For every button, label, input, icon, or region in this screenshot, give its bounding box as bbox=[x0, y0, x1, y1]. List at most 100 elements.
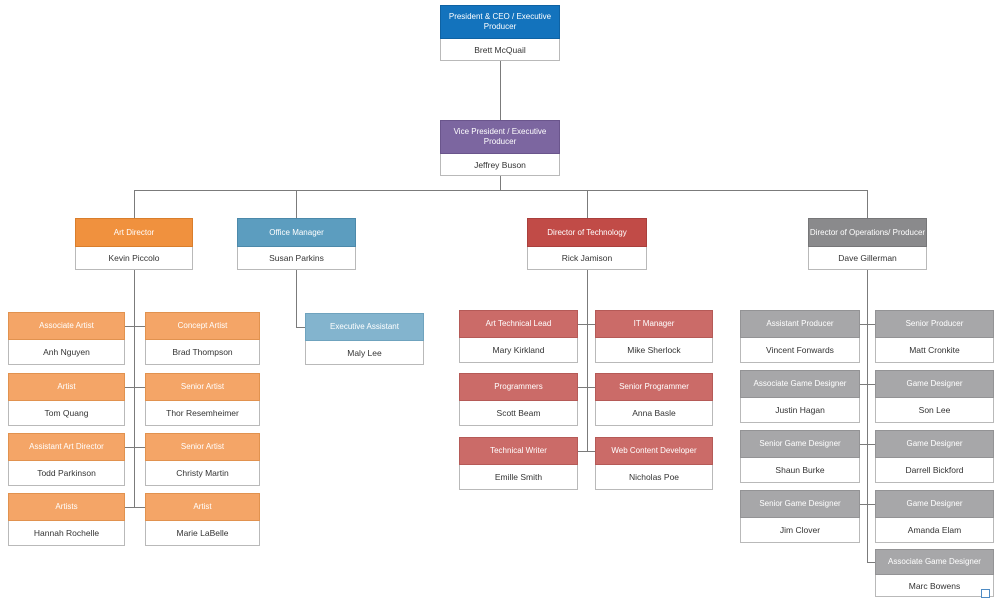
connector-line bbox=[125, 507, 145, 508]
node-title: Senior Artist bbox=[145, 373, 260, 401]
node-name: Justin Hagan bbox=[740, 398, 860, 423]
node-name: Todd Parkinson bbox=[8, 461, 125, 486]
connector-line bbox=[860, 504, 875, 505]
node-title: Programmers bbox=[459, 373, 578, 401]
node-title: Concept Artist bbox=[145, 312, 260, 340]
node-name: Jim Clover bbox=[740, 518, 860, 543]
node-title: Director of Operations/ Producer bbox=[808, 218, 927, 247]
node-name: Brad Thompson bbox=[145, 340, 260, 365]
connector-line bbox=[500, 61, 501, 120]
node-title: Associate Game Designer bbox=[875, 549, 994, 575]
node-title: Game Designer bbox=[875, 370, 994, 398]
node-title: Office Manager bbox=[237, 218, 356, 247]
node-name: Mike Sherlock bbox=[595, 338, 713, 363]
connector-line bbox=[134, 190, 867, 191]
node-name: Mary Kirkland bbox=[459, 338, 578, 363]
node-name: Nicholas Poe bbox=[595, 465, 713, 490]
connector-line bbox=[296, 327, 305, 328]
node-title: Assistant Producer bbox=[740, 310, 860, 338]
node-name: Jeffrey Buson bbox=[440, 154, 560, 176]
node-name: Shaun Burke bbox=[740, 458, 860, 483]
node-title: Artist bbox=[8, 373, 125, 401]
connector-line bbox=[860, 324, 875, 325]
connector-line bbox=[296, 190, 297, 218]
node-title: Art Director bbox=[75, 218, 193, 247]
node-name: Hannah Rochelle bbox=[8, 521, 125, 546]
node-title: Senior Producer bbox=[875, 310, 994, 338]
connector-line bbox=[578, 451, 595, 452]
connector-line bbox=[860, 444, 875, 445]
connector-line bbox=[578, 387, 595, 388]
connector-line bbox=[134, 190, 135, 218]
connector-line bbox=[296, 270, 297, 327]
selection-handle[interactable] bbox=[981, 589, 990, 598]
connector-line bbox=[860, 384, 875, 385]
node-name: Amanda Elam bbox=[875, 518, 994, 543]
node-name: Marie LaBelle bbox=[145, 521, 260, 546]
connector-line bbox=[867, 270, 868, 562]
connector-line bbox=[125, 447, 145, 448]
node-name: Maly Lee bbox=[305, 341, 424, 365]
node-title: Game Designer bbox=[875, 430, 994, 458]
connector-line bbox=[500, 176, 501, 190]
node-name: Anh Nguyen bbox=[8, 340, 125, 365]
node-title: Vice President / Executive Producer bbox=[440, 120, 560, 154]
node-title: Web Content Developer bbox=[595, 437, 713, 465]
node-title: Director of Technology bbox=[527, 218, 647, 247]
node-title: Senior Programmer bbox=[595, 373, 713, 401]
connector-line bbox=[125, 387, 145, 388]
node-name: Darrell Bickford bbox=[875, 458, 994, 483]
node-title: Artist bbox=[145, 493, 260, 521]
node-name: Anna Basle bbox=[595, 401, 713, 426]
node-name: Susan Parkins bbox=[237, 247, 356, 270]
connector-line bbox=[578, 324, 595, 325]
connector-line bbox=[587, 190, 588, 218]
node-name: Emille Smith bbox=[459, 465, 578, 490]
node-name: Dave Gillerman bbox=[808, 247, 927, 270]
node-title: President & CEO / Executive Producer bbox=[440, 5, 560, 39]
node-name: Marc Bowens bbox=[875, 575, 994, 597]
node-name: Rick Jamison bbox=[527, 247, 647, 270]
connector-line bbox=[867, 190, 868, 218]
node-name: Matt Cronkite bbox=[875, 338, 994, 363]
node-title: Technical Writer bbox=[459, 437, 578, 465]
node-title: Art Technical Lead bbox=[459, 310, 578, 338]
connector-line bbox=[587, 270, 588, 451]
node-title: Game Designer bbox=[875, 490, 994, 518]
node-name: Scott Beam bbox=[459, 401, 578, 426]
connector-line bbox=[134, 270, 135, 507]
node-title: Senior Artist bbox=[145, 433, 260, 461]
connector-line bbox=[125, 326, 145, 327]
